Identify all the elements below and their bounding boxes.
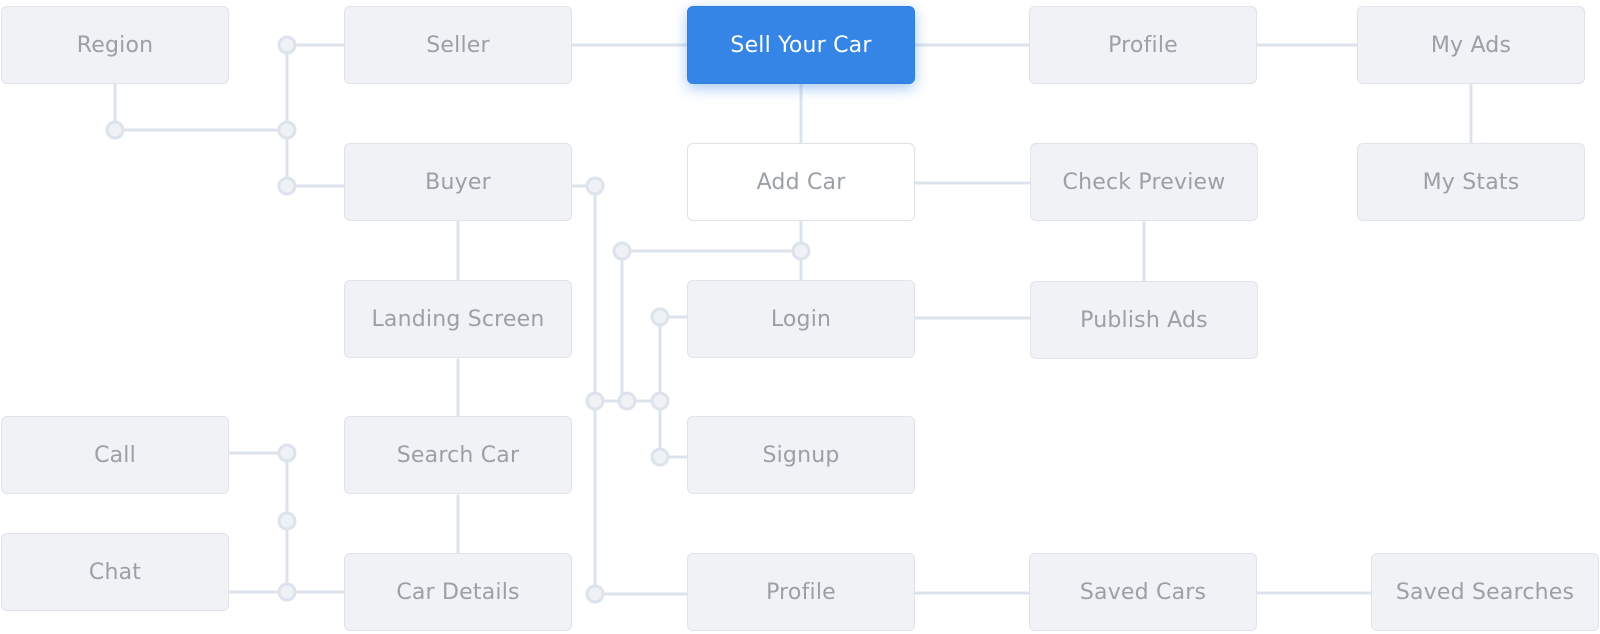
junction-dot <box>585 176 605 196</box>
node-publish-ads[interactable]: Publish Ads <box>1030 281 1258 359</box>
node-landing-screen[interactable]: Landing Screen <box>344 280 572 358</box>
junction-dot <box>277 35 297 55</box>
junction-dot <box>277 443 297 463</box>
node-sell-your-car[interactable]: Sell Your Car <box>687 6 915 84</box>
junction-dot <box>277 120 297 140</box>
node-chat[interactable]: Chat <box>1 533 229 611</box>
node-my-ads[interactable]: My Ads <box>1357 6 1585 84</box>
junction-dot <box>650 447 670 467</box>
node-saved-searches[interactable]: Saved Searches <box>1371 553 1599 631</box>
junction-dot <box>650 307 670 327</box>
node-check-preview[interactable]: Check Preview <box>1030 143 1258 221</box>
node-signup[interactable]: Signup <box>687 416 915 494</box>
junction-dot <box>585 584 605 604</box>
node-seller[interactable]: Seller <box>344 6 572 84</box>
node-region[interactable]: Region <box>1 6 229 84</box>
junction-dot <box>277 511 297 531</box>
junction-dot <box>617 391 637 411</box>
node-add-car[interactable]: Add Car <box>687 143 915 221</box>
junction-dot <box>277 582 297 602</box>
junction-dot <box>650 391 670 411</box>
node-profile-seller[interactable]: Profile <box>1029 6 1257 84</box>
junction-dot <box>585 391 605 411</box>
node-login[interactable]: Login <box>687 280 915 358</box>
node-saved-cars[interactable]: Saved Cars <box>1029 553 1257 631</box>
junction-dot <box>791 241 811 261</box>
node-profile-buyer[interactable]: Profile <box>687 553 915 631</box>
node-car-details[interactable]: Car Details <box>344 553 572 631</box>
node-search-car[interactable]: Search Car <box>344 416 572 494</box>
node-my-stats[interactable]: My Stats <box>1357 143 1585 221</box>
junction-dot <box>105 120 125 140</box>
junction-dot <box>277 176 297 196</box>
connector-region <box>113 82 289 132</box>
node-call[interactable]: Call <box>1 416 229 494</box>
junction-dot <box>612 241 632 261</box>
node-buyer[interactable]: Buyer <box>344 143 572 221</box>
connector-buyer-to-profile <box>570 184 690 596</box>
